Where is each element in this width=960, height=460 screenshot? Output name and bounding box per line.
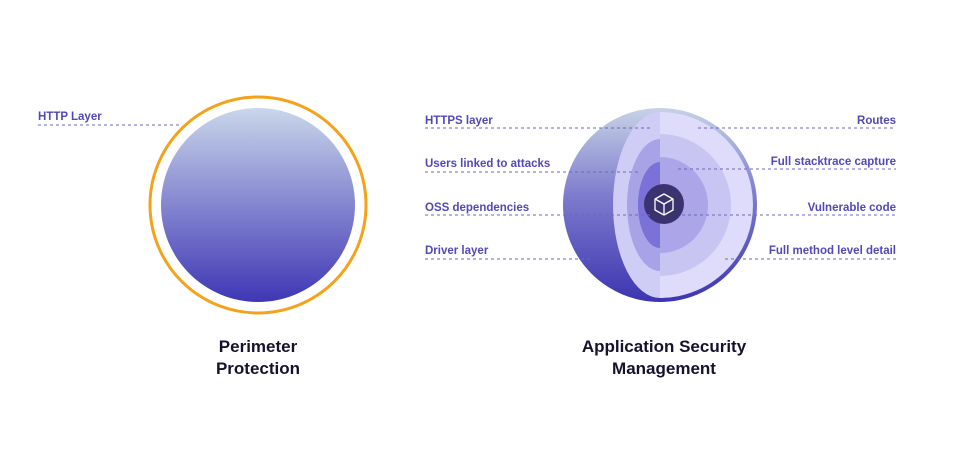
- users-linked-label: Users linked to attacks: [425, 158, 550, 170]
- method-detail-label: Full method level detail: [769, 245, 896, 257]
- https-layer-label: HTTPS layer: [425, 115, 493, 127]
- asm-title-line1: Application Security: [582, 337, 747, 356]
- asm-layer-vulnerable: [660, 157, 708, 253]
- oss-dependencies-label: OSS dependencies: [425, 202, 529, 214]
- http-layer-label: HTTP Layer: [38, 111, 102, 123]
- cube-icon: [654, 193, 674, 216]
- routes-label: Routes: [857, 115, 896, 127]
- asm-diagram: HTTPS layer Users linked to attacks OSS …: [425, 108, 896, 378]
- perimeter-title-line1: Perimeter: [219, 337, 298, 356]
- asm-title-line2: Management: [612, 359, 716, 378]
- perimeter-title-line2: Protection: [216, 359, 300, 378]
- asm-cutaway: [613, 112, 753, 298]
- driver-layer-label: Driver layer: [425, 245, 489, 257]
- vulnerable-code-label: Vulnerable code: [808, 202, 896, 214]
- perimeter-ring: [148, 95, 368, 315]
- stacktrace-label: Full stacktrace capture: [771, 156, 896, 168]
- perimeter-protection-diagram: HTTP Layer Perimeter Protection: [38, 95, 368, 378]
- perimeter-sphere: [161, 108, 355, 302]
